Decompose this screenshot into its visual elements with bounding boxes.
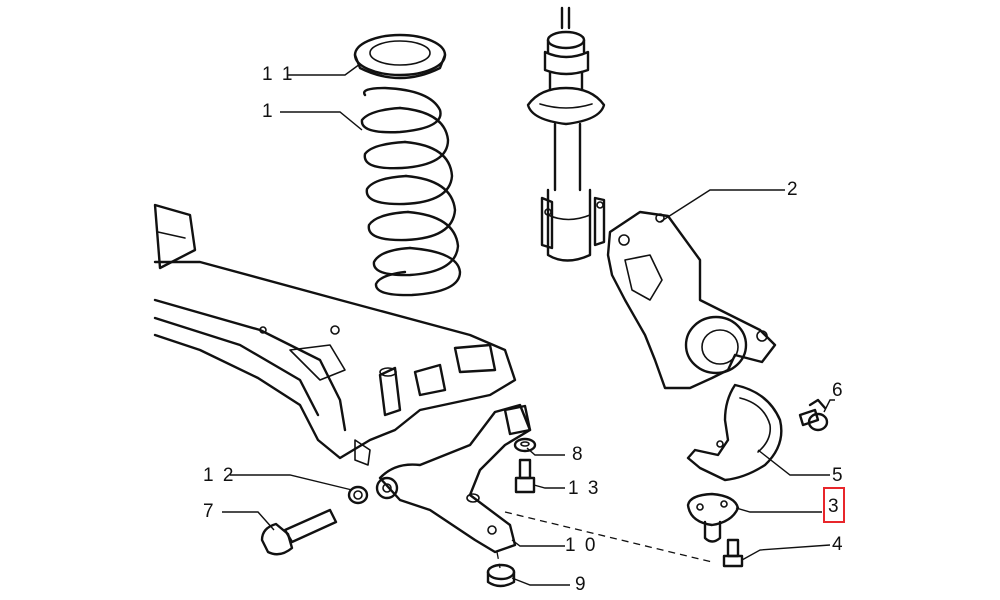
part-2-steering-knuckle xyxy=(606,210,777,390)
callout-10: 1 0 xyxy=(565,535,597,556)
highlight-box-3 xyxy=(823,487,845,523)
callout-11: 1 1 xyxy=(262,64,294,85)
shock-absorber xyxy=(526,6,606,262)
callout-1: 1 xyxy=(262,101,275,122)
part-6-bolt xyxy=(798,398,829,432)
callout-8: 8 xyxy=(572,444,585,465)
callout-7: 7 xyxy=(203,501,216,522)
callout-12: 1 2 xyxy=(203,465,235,486)
part-12-washer xyxy=(347,485,369,505)
part-13-bolt xyxy=(514,458,536,494)
callout-3: 3 xyxy=(828,496,841,517)
callout-5: 5 xyxy=(832,465,845,486)
part-4-screw xyxy=(722,538,744,568)
part-10-control-arm xyxy=(375,403,532,554)
part-7-bolt xyxy=(260,508,338,556)
part-3-ball-joint xyxy=(686,492,740,543)
part-8-washer xyxy=(513,437,537,453)
part-1-coil-spring xyxy=(360,86,462,297)
part-11-spring-seat xyxy=(353,33,447,80)
assembly-line-arm-to-joint xyxy=(504,511,713,563)
leader-lines xyxy=(222,63,835,586)
front-subframe xyxy=(153,203,517,466)
callout-9: 9 xyxy=(575,574,588,595)
callout-6: 6 xyxy=(832,380,845,401)
callout-2: 2 xyxy=(787,179,800,200)
callout-13: 1 3 xyxy=(568,478,600,499)
assembly-line-nut xyxy=(496,551,501,569)
part-5-dust-shield xyxy=(686,383,783,482)
part-9-nut xyxy=(486,563,516,588)
callout-4: 4 xyxy=(832,534,845,555)
